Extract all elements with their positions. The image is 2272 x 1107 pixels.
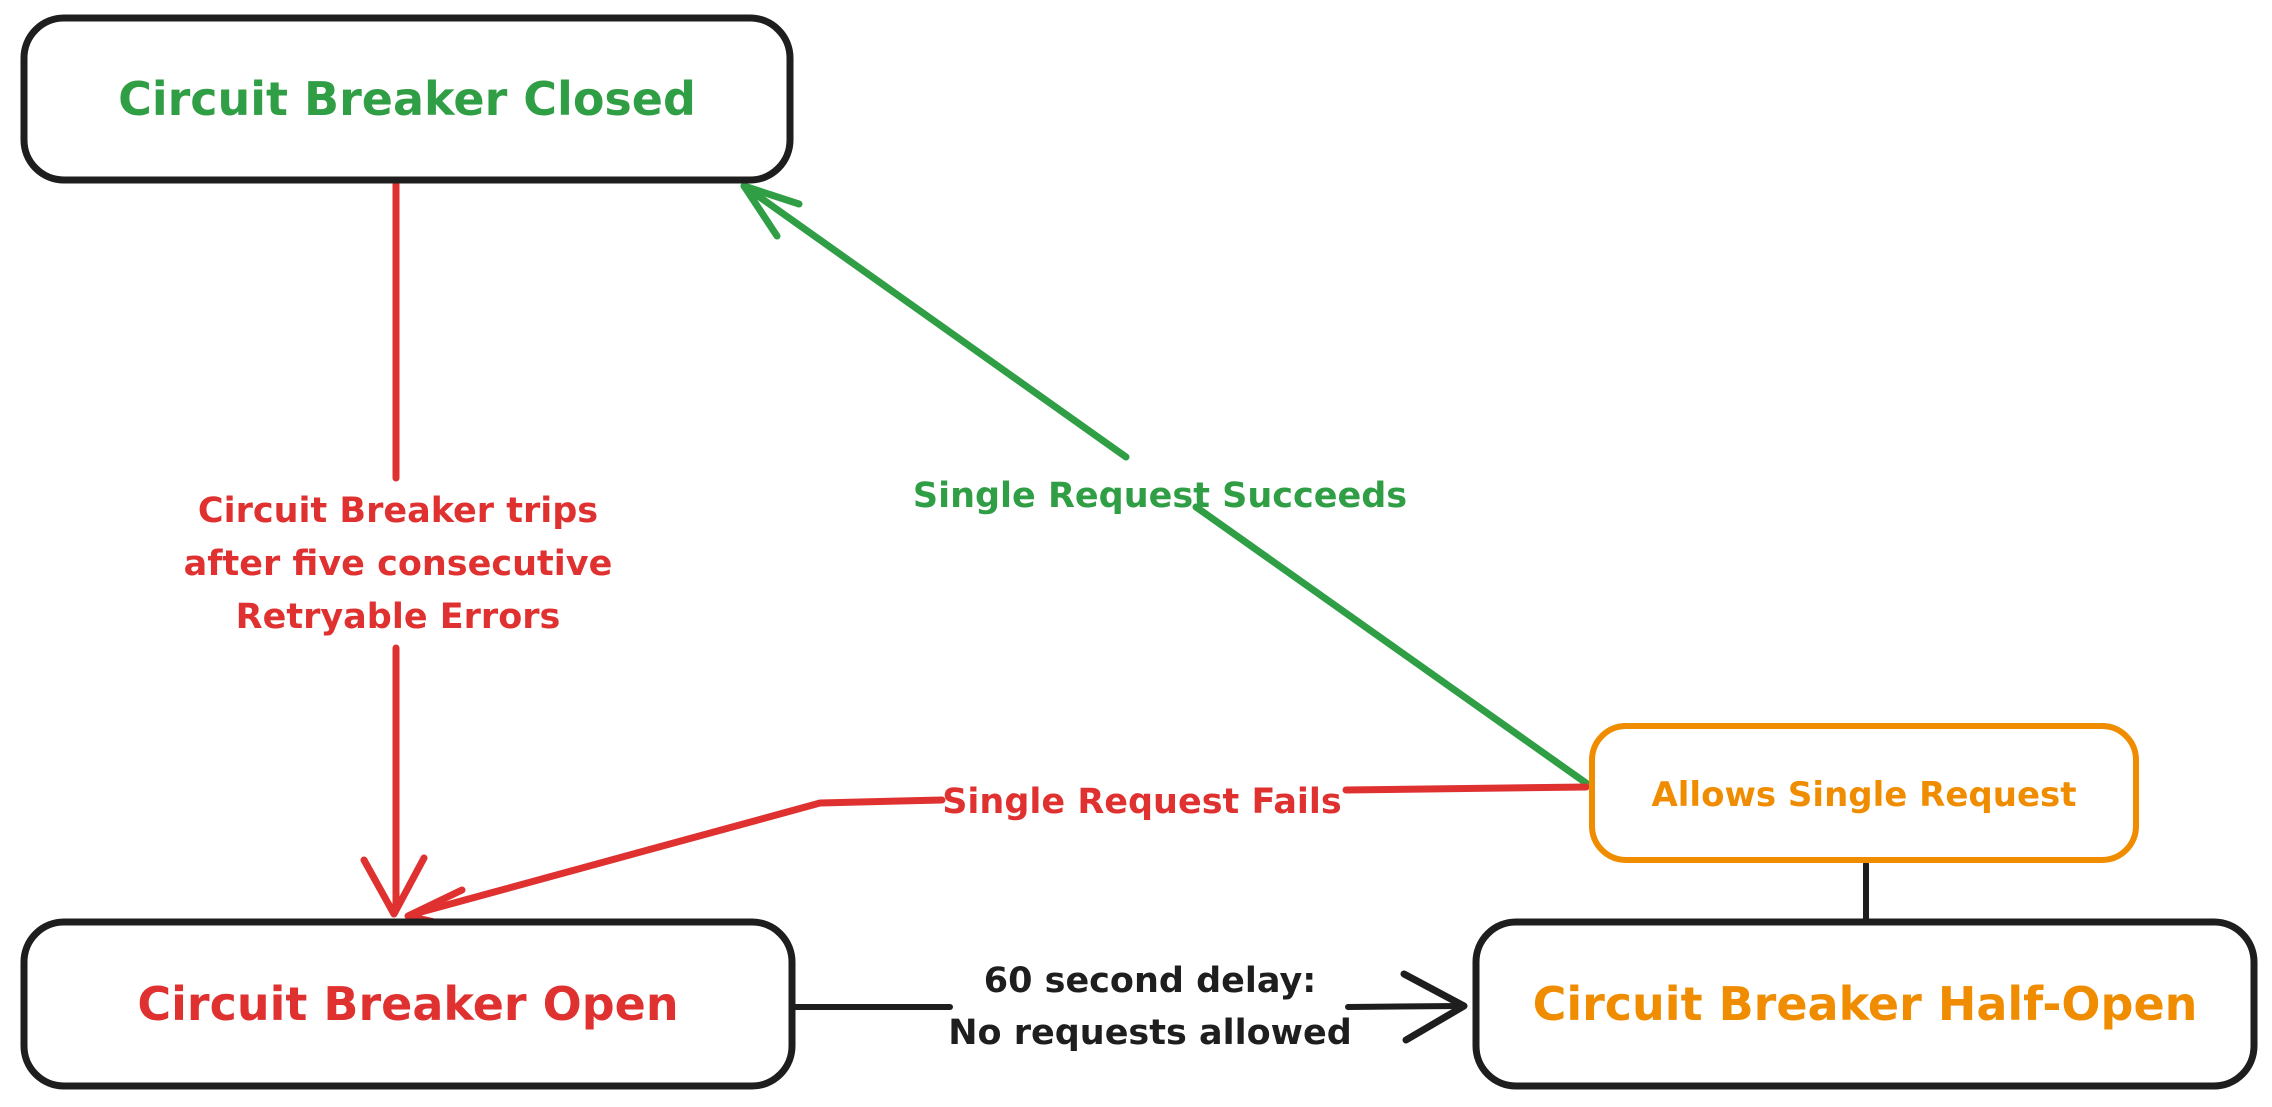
edge-fails-label: Single Request Fails — [942, 782, 1342, 822]
node-half-open-label: Circuit Breaker Half-Open — [1533, 977, 2198, 1031]
edge-fails: Single Request Fails — [404, 782, 1590, 930]
node-closed-box — [20, 14, 794, 184]
edge-succeeds-label: Single Request Succeeds — [913, 476, 1407, 516]
node-closed: Circuit Breaker Closed — [20, 14, 794, 184]
edge-succeeds: Single Request Succeeds — [740, 182, 1590, 787]
edge-delay-arrowhead — [1400, 970, 1468, 1044]
edge-fails-line-right — [1342, 783, 1590, 794]
edge-trip-arrowhead — [360, 854, 428, 918]
node-half-open-box — [1472, 918, 2258, 1090]
edge-trip-label-line2: after five consecutive — [184, 544, 613, 584]
edge-trip: Circuit Breaker trips after five consecu… — [184, 180, 613, 918]
edge-fails-line-left — [406, 796, 946, 919]
node-allows-label: Allows Single Request — [1651, 775, 2076, 815]
node-allows-box — [1589, 723, 2139, 863]
edge-trip-label-line3: Retryable Errors — [236, 597, 561, 637]
edge-delay-label-line1: 60 second delay: — [984, 961, 1317, 1001]
edge-succeeds-line-upper — [740, 182, 1130, 461]
node-open: Circuit Breaker Open — [20, 918, 796, 1090]
node-open-box — [20, 918, 796, 1090]
edge-delay-label-line2: No requests allowed — [948, 1013, 1352, 1053]
edge-succeeds-arrowhead — [740, 182, 803, 240]
edge-succeeds-line-lower — [1192, 503, 1590, 787]
edge-trip-label-line1: Circuit Breaker trips — [198, 491, 598, 531]
edge-delay: 60 second delay: No requests allowed — [789, 961, 1468, 1053]
edge-delay-line-right — [1345, 1003, 1461, 1010]
node-closed-label: Circuit Breaker Closed — [118, 72, 696, 126]
node-half-open: Circuit Breaker Half-Open — [1472, 918, 2258, 1090]
node-open-label: Circuit Breaker Open — [137, 977, 678, 1031]
node-allows-single-request: Allows Single Request — [1589, 723, 2139, 863]
